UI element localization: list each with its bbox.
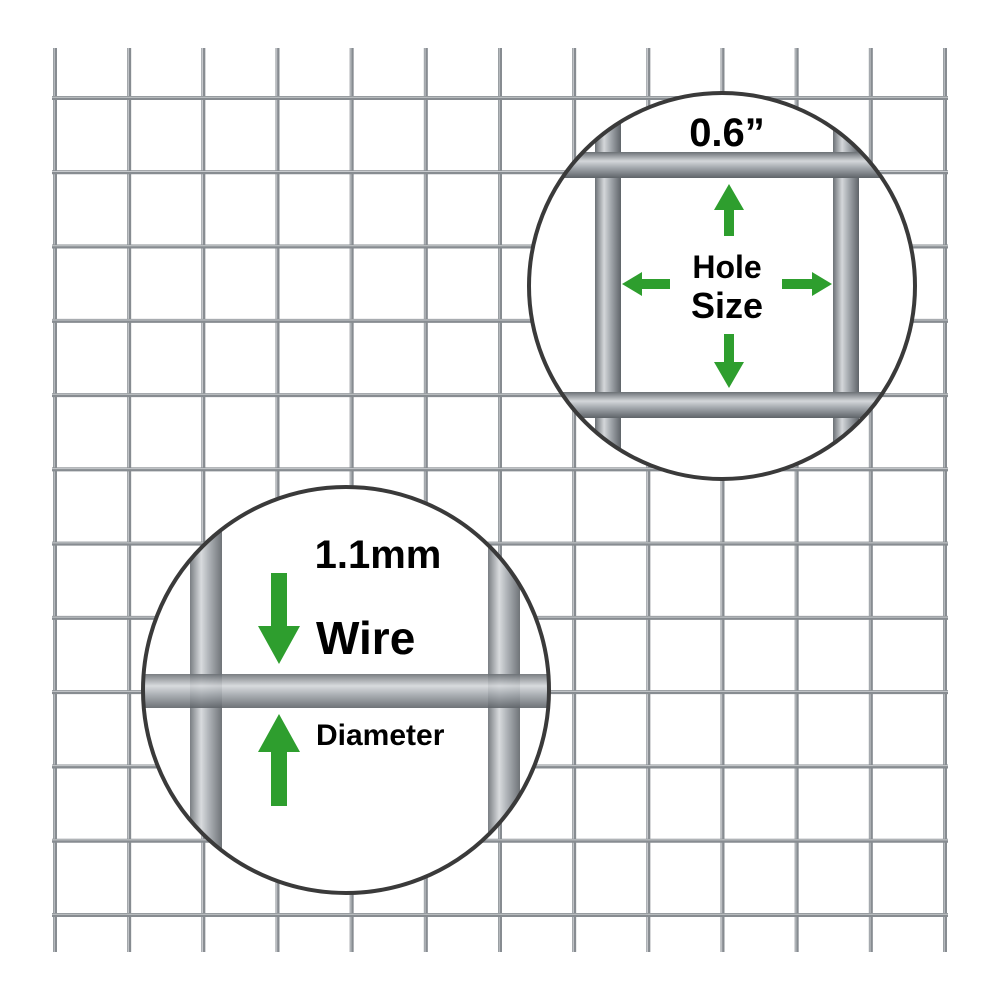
arrow-left-icon xyxy=(622,272,670,296)
wire-callout-zoomed-mesh xyxy=(143,487,549,893)
arrow-up-icon xyxy=(258,714,300,806)
wire-diameter-arrows xyxy=(258,573,300,806)
zoom-wire-vertical xyxy=(833,93,859,479)
wire-callout-border xyxy=(141,485,551,895)
wire-label-line2: Diameter xyxy=(316,719,445,752)
wire-label-line1: Wire xyxy=(316,612,415,664)
wire-diameter-callout: 1.1mm Wire Diameter xyxy=(141,485,551,895)
hole-size-arrows xyxy=(622,184,832,388)
hole-callout-border xyxy=(527,91,917,481)
zoom-wire-horizontal xyxy=(529,392,915,418)
zoom-wire-horizontal xyxy=(529,152,915,178)
wire-measurement-label: 1.1mm xyxy=(315,533,442,577)
zoom-wire-horizontal xyxy=(143,674,549,708)
hole-size-callout: 0.6” Hole Size xyxy=(527,91,917,481)
arrow-right-icon xyxy=(782,272,832,296)
hole-callout-backdrop xyxy=(529,93,915,479)
arrow-down-icon xyxy=(258,573,300,664)
hole-label-line2: Size xyxy=(691,285,763,326)
hole-callout-zoomed-mesh xyxy=(529,93,915,479)
arrow-up-icon xyxy=(714,184,744,236)
hole-measurement-label: 0.6” xyxy=(689,111,765,155)
arrow-down-icon xyxy=(714,334,744,388)
hole-label-line1: Hole xyxy=(692,249,761,285)
